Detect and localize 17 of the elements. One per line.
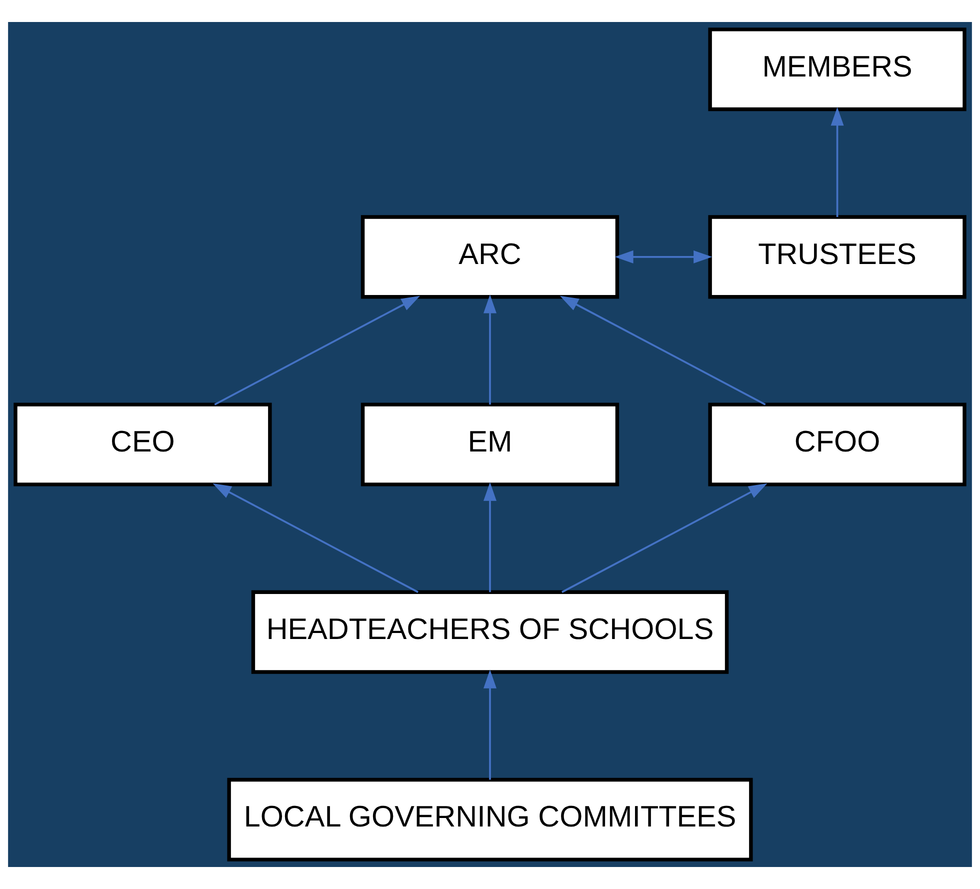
arrow bbox=[484, 482, 496, 592]
node-box: CFOO bbox=[708, 402, 966, 486]
arrow bbox=[214, 296, 420, 406]
arrow bbox=[212, 483, 418, 593]
arrow bbox=[560, 296, 766, 406]
node-box: LOCAL GOVERNING COMMITTEES bbox=[227, 778, 753, 862]
arrow bbox=[562, 483, 768, 593]
arrow bbox=[830, 107, 844, 217]
arrow bbox=[484, 294, 496, 405]
node-box: TRUSTEES bbox=[708, 215, 966, 299]
node-box: ARC bbox=[360, 215, 620, 299]
arrow bbox=[484, 670, 496, 780]
node-box: CEO bbox=[14, 402, 272, 486]
node-box: HEADTEACHERS OF SCHOOLS bbox=[251, 590, 729, 674]
node-box: MEMBERS bbox=[708, 28, 966, 112]
arrow bbox=[614, 250, 712, 264]
node-box: EM bbox=[360, 402, 620, 486]
